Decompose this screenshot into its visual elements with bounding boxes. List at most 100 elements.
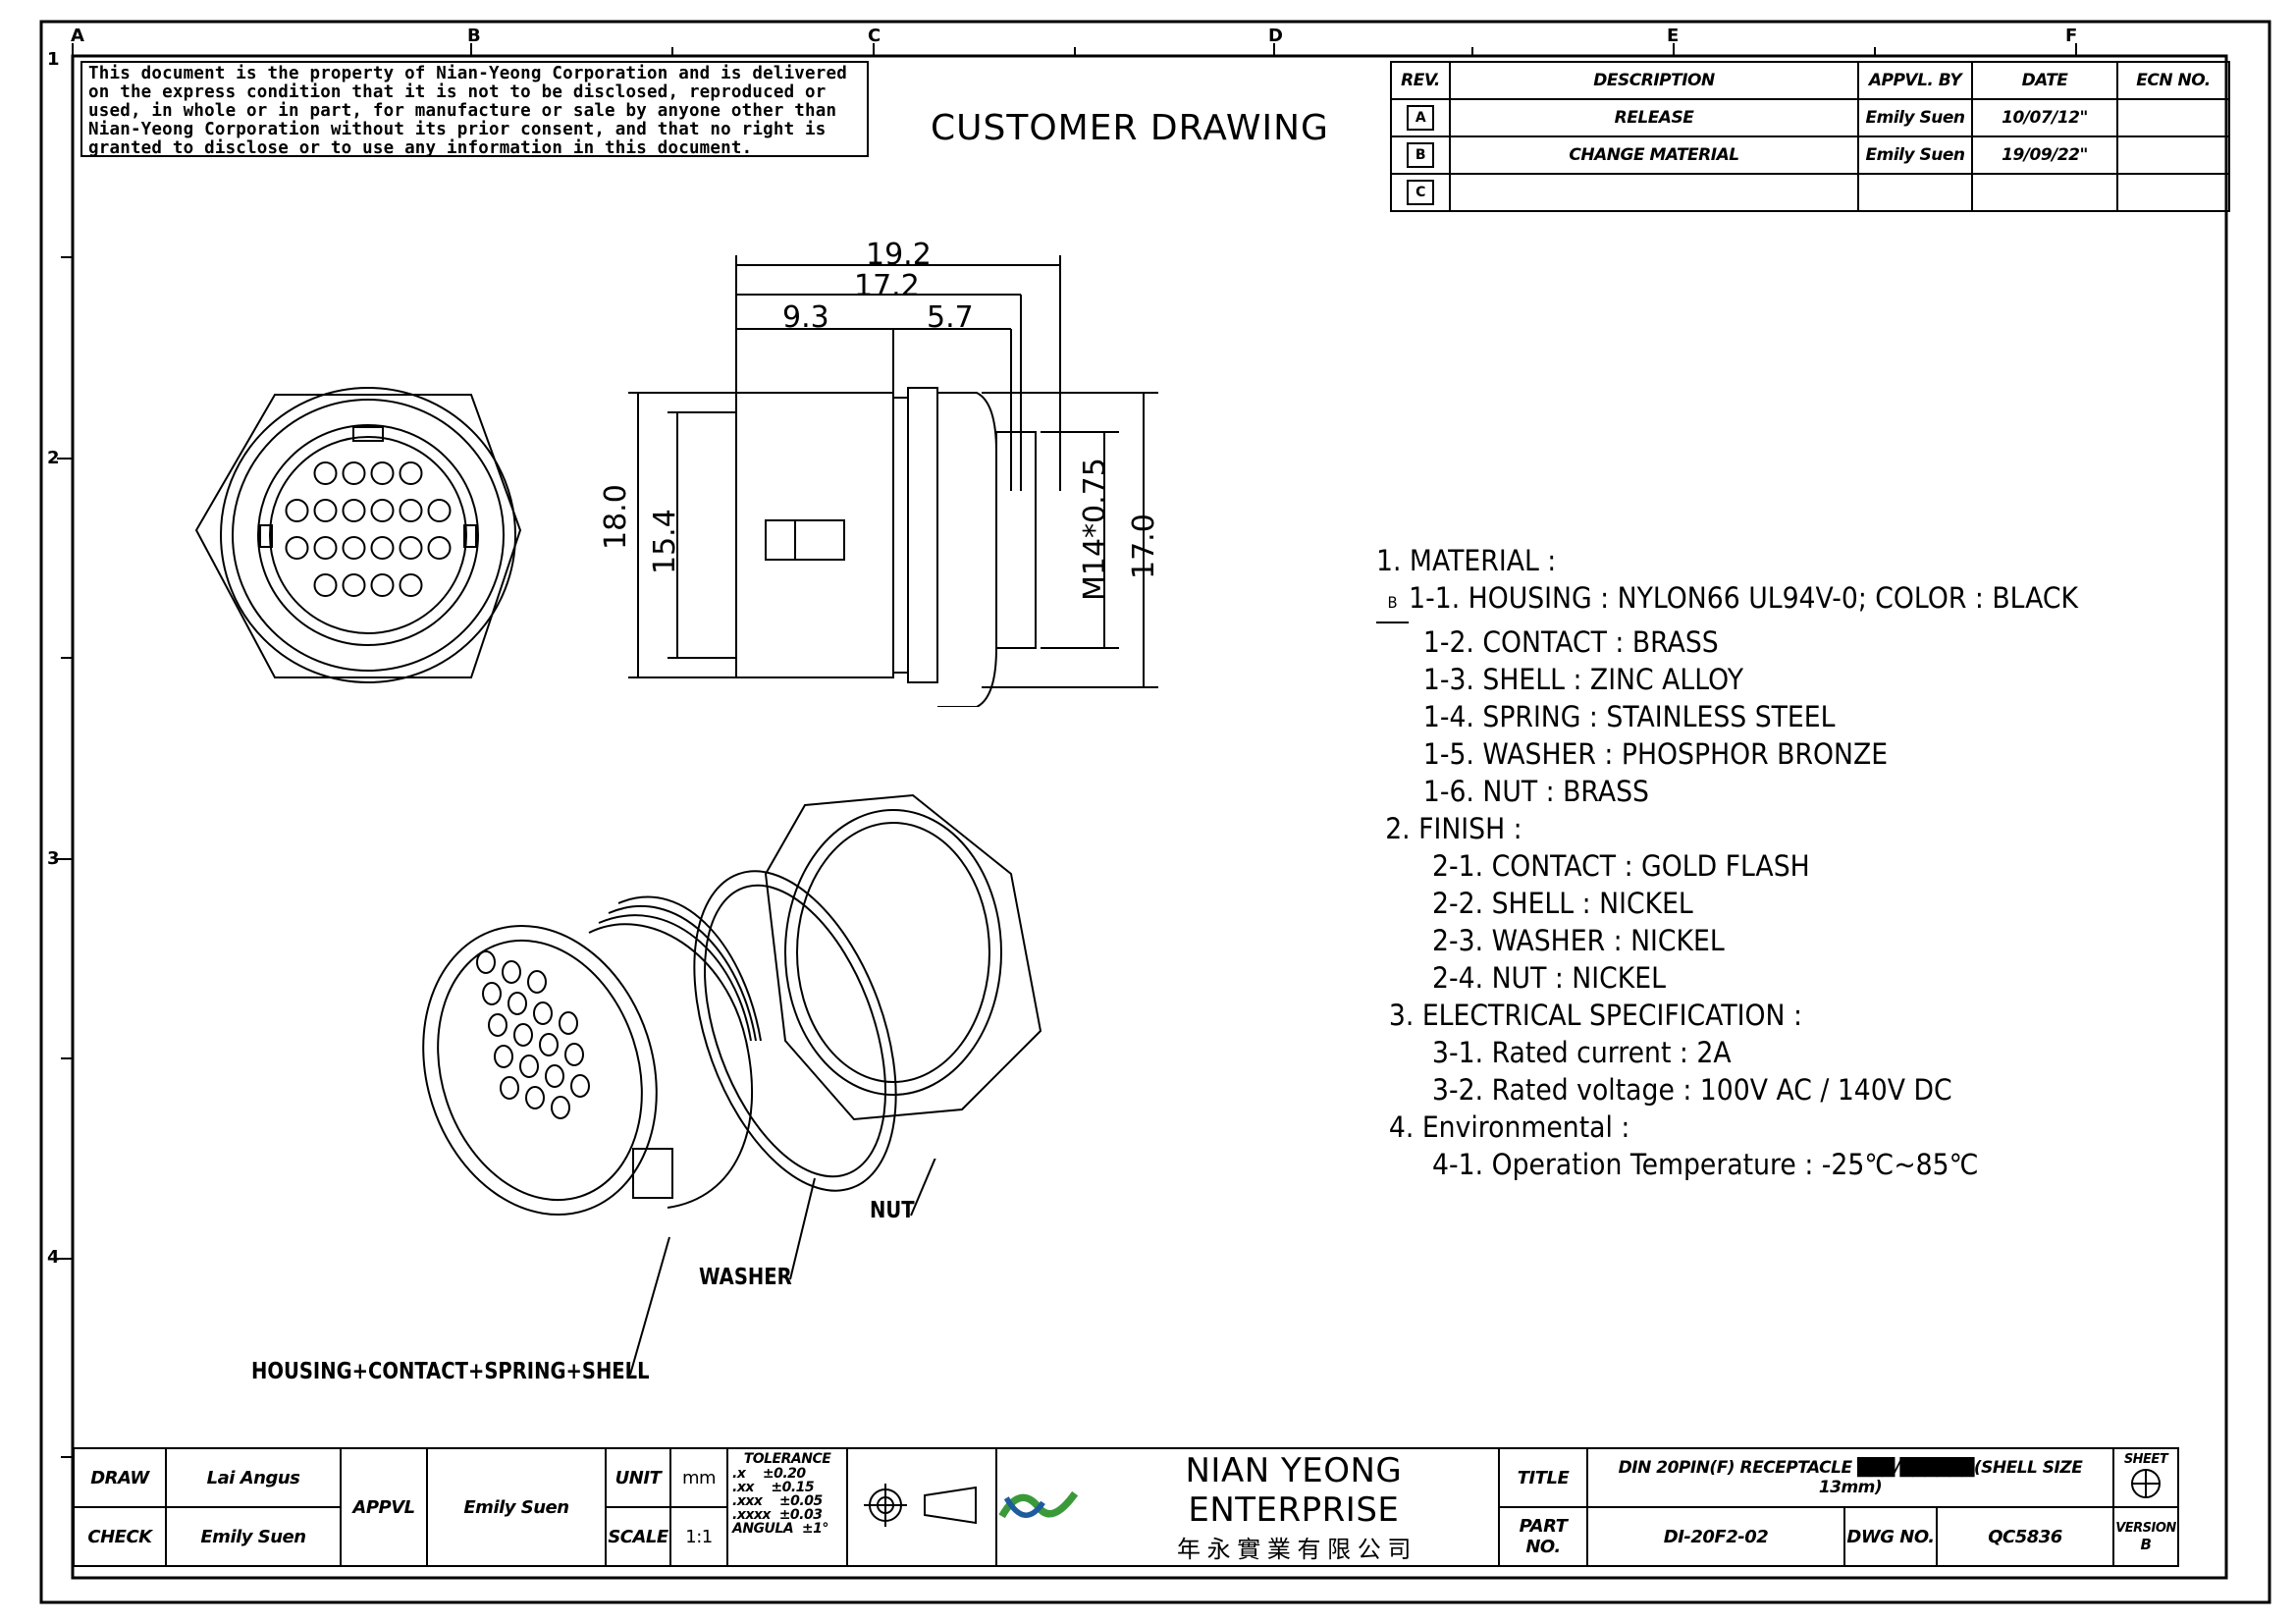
company-names: NIAN YEONG ENTERPRISE 年 永 實 業 有 限 公 司 [1090, 1451, 1498, 1564]
date-cell: 19/09/22" [1971, 135, 2118, 175]
grid-col-e: E [1667, 26, 1680, 46]
tolerance-row: .xxx ±0.05 [732, 1494, 842, 1508]
note-electrical: 3. ELECTRICAL SPECIFICATION : [1388, 999, 1802, 1032]
contact-pin [399, 573, 423, 597]
dwg-no-value: QC5836 [1936, 1506, 2114, 1567]
contact-pin [313, 573, 338, 597]
contact-pin [285, 499, 309, 522]
contact-pin [551, 1096, 570, 1119]
table-row: CHECK Emily Suen SCALE 1:1 PART NO. DI-2… [73, 1506, 2179, 1567]
note-1-4: 1-4. SPRING : STAINLESS STEEL [1422, 700, 1836, 733]
date-header: DATE [1971, 61, 2118, 100]
note-1-6: 1-6. NUT : BRASS [1422, 775, 1649, 808]
appvl-cell: Emily Suen [1857, 98, 1973, 137]
tolerance-row: ANGULA ±1° [732, 1522, 842, 1536]
contact-pin [313, 461, 338, 485]
version-label: VERSION [2115, 1520, 2176, 1536]
version-cell: VERSION B [2112, 1506, 2179, 1567]
tol-value: ±1° [801, 1521, 828, 1537]
company-logo [998, 1490, 1079, 1519]
company-cell: NIAN YEONG ENTERPRISE 年 永 實 業 有 限 公 司 [995, 1447, 1500, 1567]
contact-pin [570, 1074, 590, 1098]
callout-housing: HOUSING+CONTACT+SPRING+SHELL [251, 1359, 650, 1384]
date-cell [1971, 173, 2118, 212]
tol-key: .xx [732, 1480, 754, 1495]
contact-pin [313, 499, 338, 522]
tolerance-label: TOLERANCE [743, 1451, 831, 1467]
ecn-cell [2116, 98, 2230, 137]
contact-pin [427, 499, 452, 522]
unit-value: mm [669, 1447, 728, 1508]
appvl-name: Emily Suen [426, 1447, 607, 1567]
tolerance-cell: TOLERANCE .x ±0.20 .xx ±0.15 .xxx ±0.05 … [726, 1447, 848, 1567]
check-label: CHECK [73, 1506, 167, 1567]
tol-key: .xxxx [732, 1507, 771, 1523]
contact-pin [564, 1043, 584, 1066]
contact-pin [399, 461, 423, 485]
rev-triangle-b: B [1407, 142, 1434, 168]
contact-pin [285, 536, 309, 560]
part-no-label: PART NO. [1498, 1506, 1588, 1567]
version-value: B [2140, 1535, 2152, 1553]
contact-pin [370, 573, 395, 597]
dim-19-2: 19.2 [866, 238, 932, 272]
dim-18-0: 18.0 [599, 484, 633, 550]
notice-line: granted to disclose or to use any inform… [88, 138, 753, 158]
projection-icon [864, 1483, 977, 1527]
table-row: A RELEASE Emily Suen 10/07/12" [1390, 98, 2230, 137]
note-1-2: 1-2. CONTACT : BRASS [1422, 625, 1719, 659]
tol-value: ±0.05 [778, 1493, 823, 1509]
tol-value: ±0.15 [771, 1480, 815, 1495]
contact-pin [559, 1011, 578, 1035]
contact-pin [488, 1013, 507, 1037]
company-logo-row: NIAN YEONG ENTERPRISE 年 永 實 業 有 限 公 司 [997, 1451, 1498, 1564]
note-material: 1. MATERIAL : [1376, 544, 1557, 577]
drawing-title: CUSTOMER DRAWING [931, 108, 1329, 148]
part-no-value: DI-20F2-02 [1586, 1506, 1845, 1567]
dim-5-7: 5.7 [927, 300, 974, 335]
contact-pin [370, 536, 395, 560]
sheet-cell: SHEET [2112, 1447, 2179, 1508]
grid-col-c: C [868, 26, 881, 46]
contact-pin [342, 536, 366, 560]
note-2-1: 2-1. CONTACT : GOLD FLASH [1432, 849, 1810, 883]
dwg-no-label: DWG NO. [1843, 1506, 1938, 1567]
notice-line: on the express condition that it is not … [88, 82, 827, 102]
revision-table: REV. DESCRIPTION APPVL. BY DATE ECN NO. … [1390, 61, 2230, 212]
dim-17-2: 17.2 [854, 269, 920, 303]
rev-cell: A [1390, 98, 1451, 137]
contact-pin [494, 1045, 513, 1068]
grid-col-d: D [1268, 26, 1283, 46]
grid-row-3: 3 [47, 848, 60, 869]
description-header: DESCRIPTION [1449, 61, 1859, 100]
title-label: TITLE [1498, 1447, 1588, 1508]
dim-15-4: 15.4 [648, 509, 682, 574]
tol-key: .xxx [732, 1493, 763, 1509]
rev-triangle-a: A [1407, 105, 1434, 131]
rev-b-marker: B [1376, 584, 1410, 623]
confidentiality-notice: This document is the property of Nian-Ye… [80, 61, 869, 158]
notice-line: This document is the property of Nian-Ye… [88, 64, 847, 83]
contact-pin [533, 1001, 553, 1025]
contact-pin [545, 1064, 564, 1088]
description-cell [1449, 173, 1859, 212]
contact-pin [500, 1076, 519, 1100]
contact-pin [342, 573, 366, 597]
tol-value: ±0.03 [778, 1507, 823, 1523]
appvl-cell: Emily Suen [1857, 135, 1973, 175]
contact-pin [370, 499, 395, 522]
callout-leaders [629, 1159, 936, 1376]
note-1-5: 1-5. WASHER : PHOSPHOR BRONZE [1422, 737, 1889, 771]
tolerance-row: .xx ±0.15 [732, 1481, 842, 1494]
isometric-exploded-view [422, 793, 1042, 1217]
note-environmental: 4. Environmental : [1388, 1110, 1630, 1144]
contact-pin [427, 536, 452, 560]
contact-pin [513, 1023, 533, 1047]
notice-line: used, in whole or in part, for manufactu… [88, 101, 837, 121]
rev-triangle-c: C [1407, 180, 1434, 205]
grid-col-f: F [2065, 26, 2078, 46]
table-row: DRAW Lai Angus APPVL Emily Suen UNIT mm … [73, 1447, 2179, 1567]
dim-m14: M14*0.75 [1078, 458, 1112, 601]
